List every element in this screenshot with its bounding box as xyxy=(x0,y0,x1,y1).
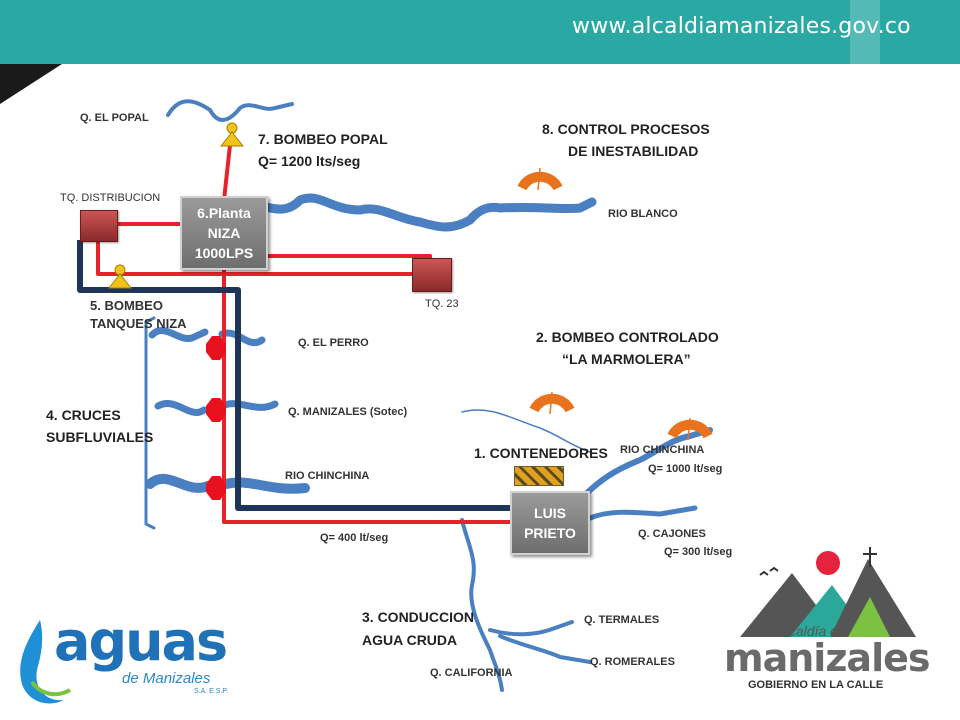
label-q-300: Q= 300 lt/seg xyxy=(664,546,733,558)
label-q-el-perro: Q. EL PERRO xyxy=(298,337,369,349)
alcaldia-manizales-logo: alcaldía de manizales GOBIERNO EN LA CAL… xyxy=(720,545,945,695)
crossing-marker-2 xyxy=(206,398,226,422)
river-small xyxy=(461,409,591,453)
pump-icon-tanques xyxy=(107,264,133,289)
aguas-logo-main: aguas xyxy=(54,610,228,673)
control-arc-icon-2 xyxy=(529,391,575,415)
planta-line3: 1000LPS xyxy=(194,245,254,261)
river-el-popal xyxy=(166,99,294,122)
planta-line2: NIZA xyxy=(207,225,241,241)
label-q-california: Q. CALIFORNIA xyxy=(430,667,513,679)
river-chinchina-right xyxy=(582,427,713,498)
label-cruces-2: SUBFLUVIALES xyxy=(46,429,154,445)
label-bombeo-popal-2: Q= 1200 lts/seg xyxy=(258,153,361,169)
label-q-1000: Q= 1000 lt/seg xyxy=(648,463,723,475)
alcaldia-logo-main: manizales xyxy=(724,636,930,680)
label-rio-blanco: RIO BLANCO xyxy=(608,208,678,220)
river-el-perro xyxy=(148,327,266,346)
label-control-1: 8. CONTROL PROCESOS xyxy=(542,121,710,137)
luis-prieto-line1: LUIS xyxy=(534,505,566,521)
label-cruces-1: 4. CRUCES xyxy=(46,407,121,423)
label-bombeo-controlado-1: 2. BOMBEO CONTROLADO xyxy=(536,329,719,345)
tank-23-icon xyxy=(412,258,452,292)
aguas-logo-esp: S.A. E.S.P. xyxy=(194,688,229,695)
label-control-2: DE INESTABILIDAD xyxy=(568,143,699,159)
tank-distribucion-icon xyxy=(80,210,118,242)
label-tq-23: TQ. 23 xyxy=(425,298,459,310)
alcaldia-logo-top: alcaldía de xyxy=(778,623,846,639)
label-q-romerales: Q. ROMERALES xyxy=(590,656,675,668)
alcaldia-logo-sub: GOBIERNO EN LA CALLE xyxy=(748,679,884,691)
control-arc-icon-8 xyxy=(517,167,563,191)
header-accent xyxy=(850,0,880,64)
river-california xyxy=(460,518,504,692)
water-drop-icon xyxy=(20,620,71,704)
pipe-tanks xyxy=(96,238,412,276)
label-conduccion-1: 3. CONDUCCION xyxy=(362,609,475,625)
planta-niza-box: 6.Planta NIZA 1000LPS xyxy=(180,196,268,270)
crossing-marker-1 xyxy=(206,336,226,360)
river-chinchina-left xyxy=(145,473,310,494)
label-contenedores: 1. CONTENEDORES xyxy=(474,445,608,461)
header-bar: www.alcaldiamanizales.gov.co xyxy=(0,0,960,64)
aguas-logo-sub: de Manizales xyxy=(122,670,211,687)
label-q-400: Q= 400 lt/seg xyxy=(320,532,389,544)
control-arc-icon-3 xyxy=(667,417,713,441)
label-bombeo-tanques-1: 5. BOMBEO xyxy=(90,298,163,313)
aguas-de-manizales-logo: aguas de Manizales S.A. E.S.P. xyxy=(14,612,244,712)
pipe-popal xyxy=(222,135,233,201)
label-q-cajones: Q. CAJONES xyxy=(638,528,706,540)
label-q-manizales: Q. MANIZALES (Sotec) xyxy=(288,406,408,418)
river-blanco xyxy=(233,193,597,232)
river-manizales xyxy=(154,400,279,416)
label-bombeo-tanques-2: TANQUES NIZA xyxy=(90,316,187,331)
river-termales xyxy=(488,620,574,637)
label-bombeo-popal-1: 7. BOMBEO POPAL xyxy=(258,131,388,147)
label-q-el-popal: Q. EL POPAL xyxy=(80,112,149,124)
header-url: www.alcaldiamanizales.gov.co xyxy=(572,14,911,39)
crossing-marker-3 xyxy=(206,476,226,500)
pipe-planta-tq23 xyxy=(264,254,432,262)
luis-prieto-line2: PRIETO xyxy=(524,525,576,541)
container-icon xyxy=(514,466,564,486)
pipe-navy xyxy=(77,240,512,511)
mountains-icon xyxy=(740,547,916,637)
label-bombeo-controlado-2: “LA MARMOLERA” xyxy=(562,351,691,367)
river-cajones xyxy=(587,505,698,521)
planta-line1: 6.Planta xyxy=(197,205,251,221)
subfluvial-bracket xyxy=(144,316,156,530)
luis-prieto-box: LUIS PRIETO xyxy=(510,491,590,555)
label-conduccion-2: AGUA CRUDA xyxy=(362,632,458,648)
header-corner-left xyxy=(0,64,62,104)
river-romerales xyxy=(498,634,592,664)
label-tq-distribucion: TQ. DISTRIBUCION xyxy=(60,192,161,204)
label-rio-chinchina-left: RIO CHINCHINA xyxy=(285,470,370,482)
pump-icon-popal xyxy=(219,122,245,147)
label-rio-chinchina-right: RIO CHINCHINA xyxy=(620,444,705,456)
label-q-termales: Q. TERMALES xyxy=(584,614,660,626)
